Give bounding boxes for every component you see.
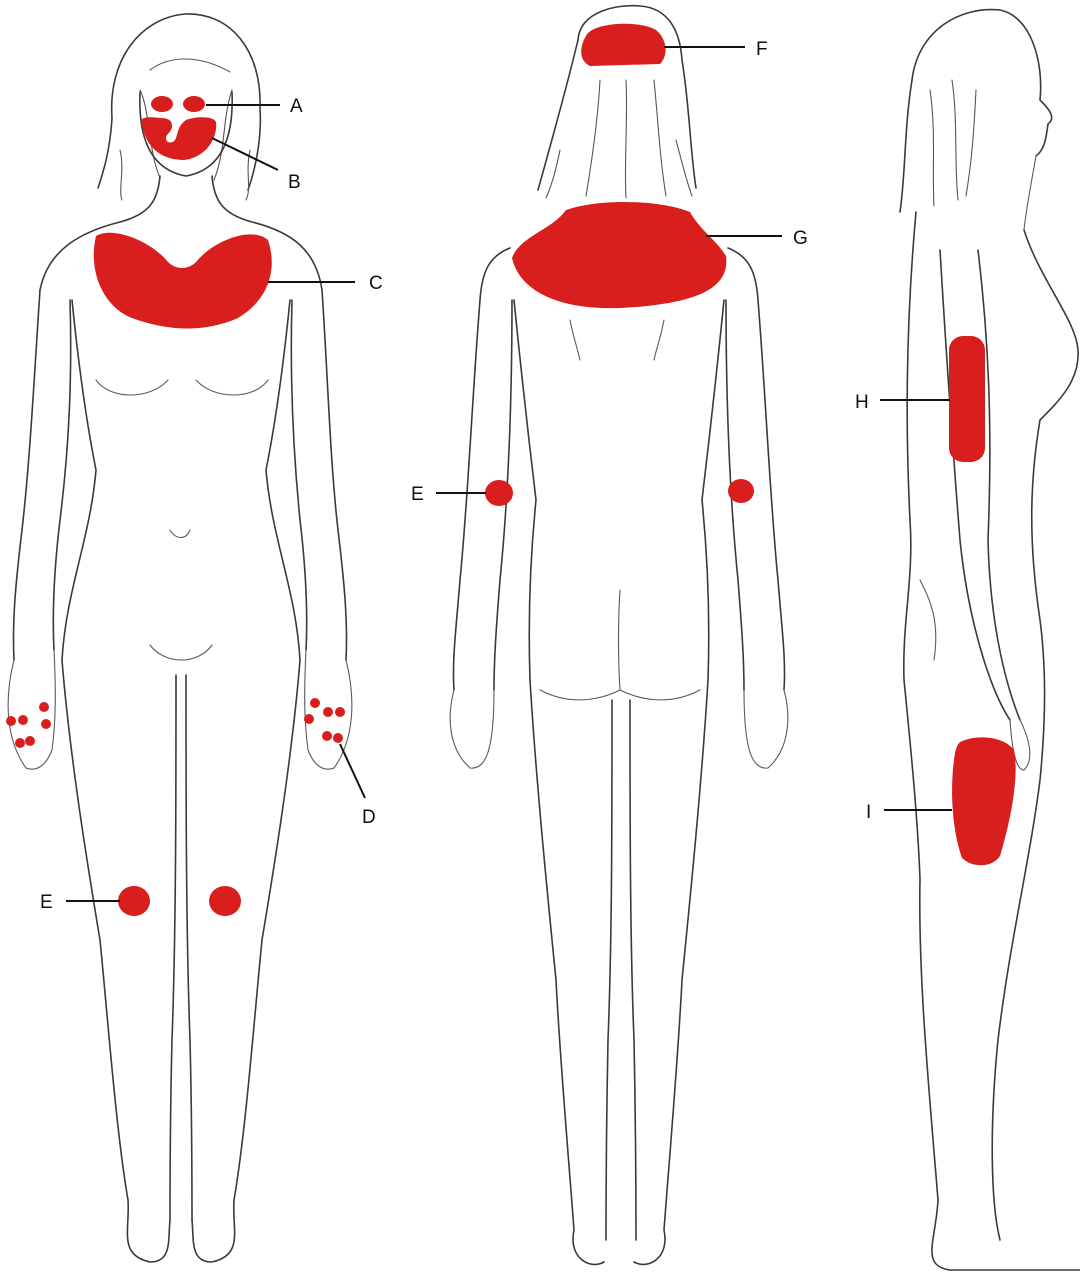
patch-f-scalp: [581, 24, 665, 66]
affected-areas: [6, 24, 1016, 916]
label-c: C: [369, 273, 383, 294]
patch-e-right-knee: [209, 886, 241, 916]
patch-g-upper-back: [512, 202, 726, 308]
patch-e-left-knee: [118, 886, 150, 916]
patch-a-left-eye: [151, 96, 173, 112]
label-a: A: [290, 96, 303, 117]
label-i: I: [866, 802, 871, 823]
side-view-figure: [900, 10, 1080, 1270]
label-g: G: [793, 228, 808, 249]
label-d: D: [362, 807, 376, 828]
patch-i-thigh: [952, 737, 1016, 865]
patch-a-right-eye: [183, 96, 205, 112]
label-e-front: E: [40, 892, 53, 913]
leader-d: [340, 744, 365, 798]
labels: A B C D E E F G H I: [40, 39, 871, 913]
patch-c-chest: [94, 233, 272, 329]
leader-b: [212, 138, 278, 170]
label-f: F: [756, 39, 768, 60]
label-e-back: E: [411, 484, 424, 505]
back-view-figure: [450, 6, 788, 1265]
patch-e-right-elbow: [728, 479, 754, 503]
patch-h-upper-arm: [949, 336, 985, 462]
front-view-figure: [8, 14, 352, 1262]
patch-e-left-elbow: [485, 480, 513, 506]
label-h: H: [855, 392, 869, 413]
leader-lines: [66, 47, 952, 901]
label-b: B: [288, 172, 301, 193]
